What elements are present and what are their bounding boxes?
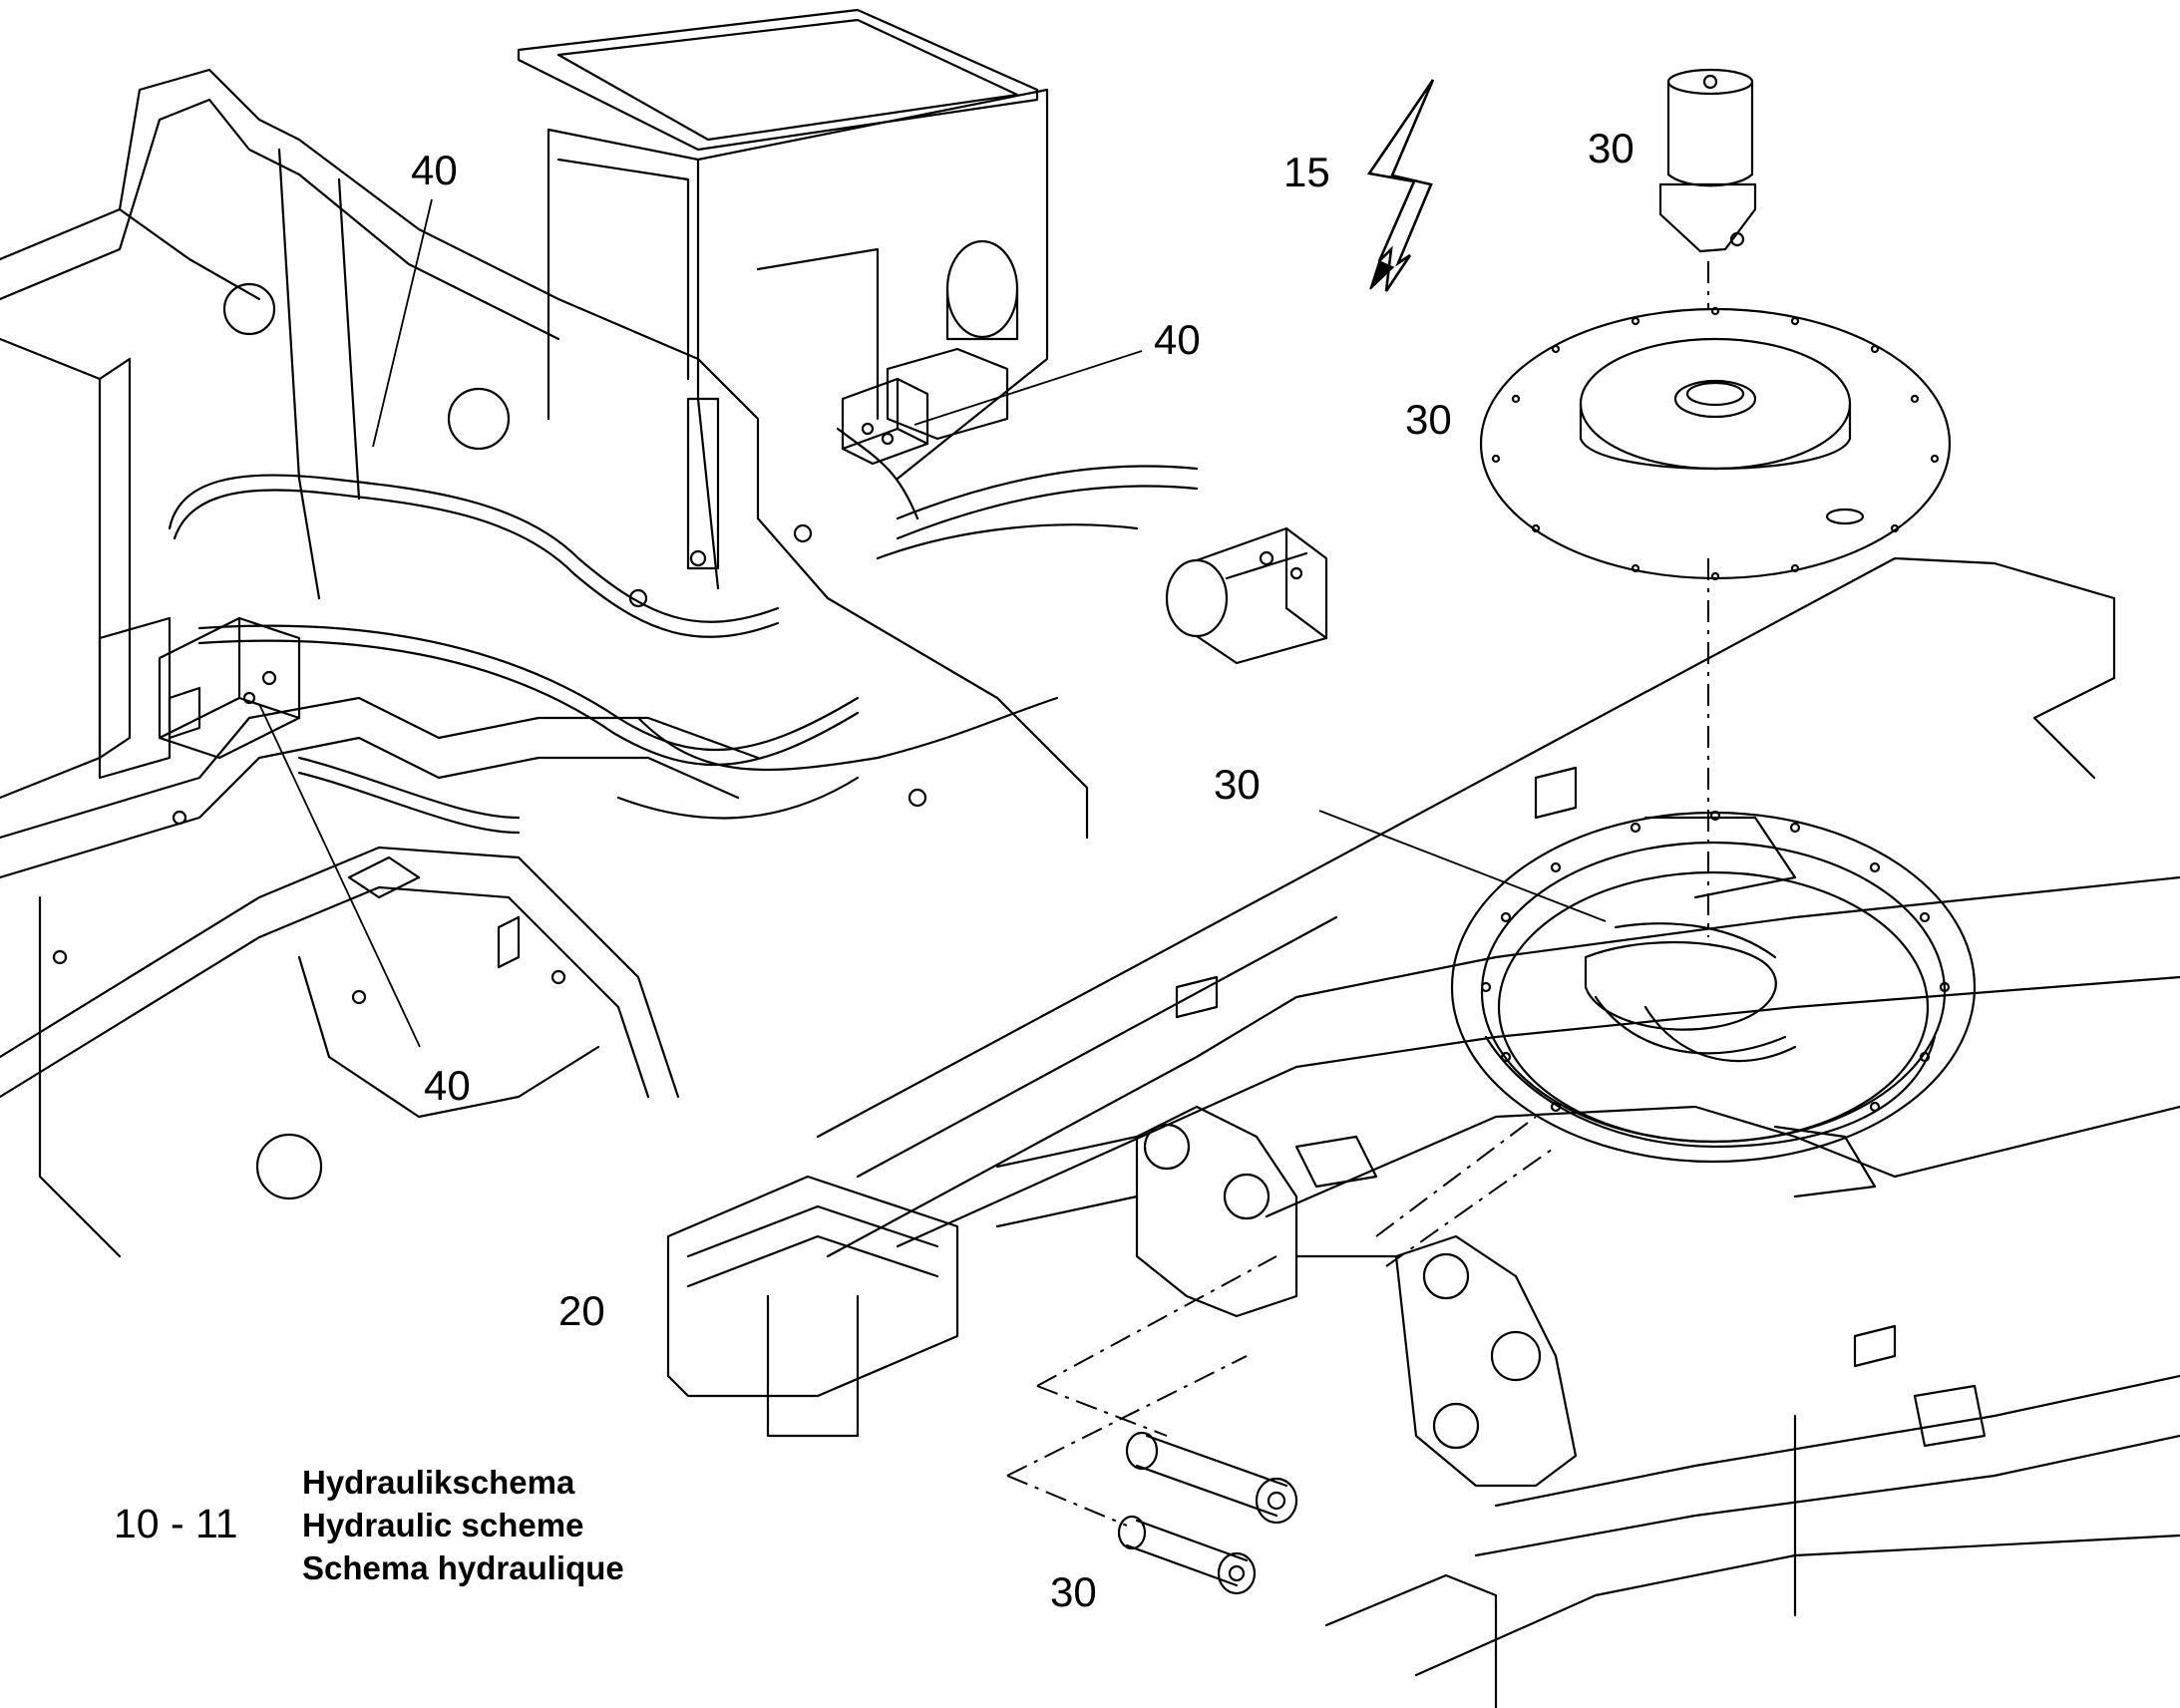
callout-40-upper: 40 (411, 147, 458, 193)
diagram-caption: Hydraulikschema Hydraulic scheme Schema … (302, 1461, 624, 1589)
leader-40a (372, 198, 433, 448)
leader-30c (1318, 810, 1607, 922)
callout-15: 15 (1283, 149, 1330, 195)
hydraulic-pump (1165, 526, 1328, 665)
section-number: 10 - 11 (114, 1501, 238, 1546)
slewing-ring (1450, 810, 1977, 1164)
caption-title-de: Hydraulikschema (302, 1464, 575, 1501)
callout-30-pins: 30 (1050, 1568, 1097, 1615)
left-valve-block (98, 616, 301, 780)
turntable-cover (1479, 306, 1952, 581)
upper-valve-block (841, 377, 929, 466)
caption-title-en: Hydraulic scheme (302, 1507, 584, 1543)
caption-title-fr: Schema hydraulique (302, 1549, 624, 1586)
assembly-axis-lines (1006, 261, 1709, 1527)
rotary-joint (1658, 68, 1757, 253)
leader-40c (258, 703, 421, 1048)
upper-frame-drawing (0, 68, 1089, 1258)
hydraulic-hoses (168, 427, 1199, 835)
pins (1117, 1431, 1298, 1595)
callout-30-cover: 30 (1405, 396, 1452, 443)
callout-30-ring: 30 (1214, 761, 1261, 808)
lightning-bolt-icon (1366, 79, 1435, 292)
control-block-housing (517, 8, 1049, 590)
leader-40b (913, 350, 1143, 426)
leader-lines (258, 198, 1607, 1048)
callout-40-lower: 40 (424, 1062, 471, 1109)
arrowhead-icon (1369, 259, 1395, 290)
undercarriage (816, 556, 2180, 1708)
callout-20: 20 (558, 1287, 605, 1334)
callout-30-rotary-joint: 30 (1588, 125, 1635, 171)
callout-40-valve: 40 (1154, 316, 1201, 363)
boom-arms (666, 1105, 1578, 1488)
